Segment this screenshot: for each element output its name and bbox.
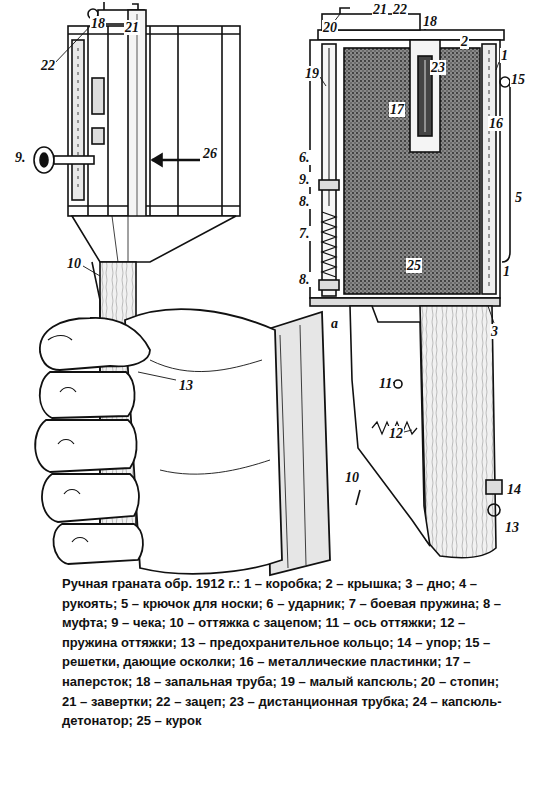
callout-number: 16 xyxy=(488,116,504,131)
callout-number: 23 xyxy=(430,60,446,75)
callout-number: 2 xyxy=(460,34,469,49)
callout-number: 7. xyxy=(298,226,311,241)
right-section xyxy=(310,6,510,558)
callout-number: 22 xyxy=(392,2,408,17)
callout-number: 1 xyxy=(502,264,511,279)
callout-number: 26 xyxy=(202,146,218,161)
figure-caption: Ручная граната обр. 1912 г.: 1 – коробка… xyxy=(62,574,502,731)
callout-number: 13 xyxy=(178,378,194,393)
callout-number: 3 xyxy=(490,324,499,339)
callout-number: 21 xyxy=(124,20,140,35)
callout-number: 1 xyxy=(500,48,509,63)
callout-number: 25 xyxy=(406,258,422,273)
callout-number: 18 xyxy=(422,14,438,29)
callout-number: 13 xyxy=(504,520,520,535)
callout-number: 17 xyxy=(389,102,405,117)
callout-number: 8. xyxy=(298,194,311,209)
callout-number: 6. xyxy=(298,150,311,165)
callout-number: a xyxy=(330,316,339,331)
callout-number: 10 xyxy=(66,256,82,271)
callout-number: 21 xyxy=(372,2,388,17)
callout-number: 9. xyxy=(14,150,27,165)
callout-number: 5 xyxy=(514,190,523,205)
leader-lines xyxy=(52,14,499,432)
callout-number: 10 xyxy=(344,470,360,485)
callout-number: 22 xyxy=(40,58,56,73)
callout-number: 18 xyxy=(90,16,106,31)
callout-number: 8. xyxy=(298,272,311,287)
callout-number: 14 xyxy=(506,482,522,497)
callout-number: 9. xyxy=(298,172,311,187)
callout-number: 15 xyxy=(510,72,526,87)
callout-number: 12 xyxy=(388,426,404,441)
callout-number: 11 xyxy=(378,376,393,391)
hand xyxy=(35,309,330,575)
callout-number: 19 xyxy=(304,66,320,81)
callout-number: 20 xyxy=(322,20,338,35)
